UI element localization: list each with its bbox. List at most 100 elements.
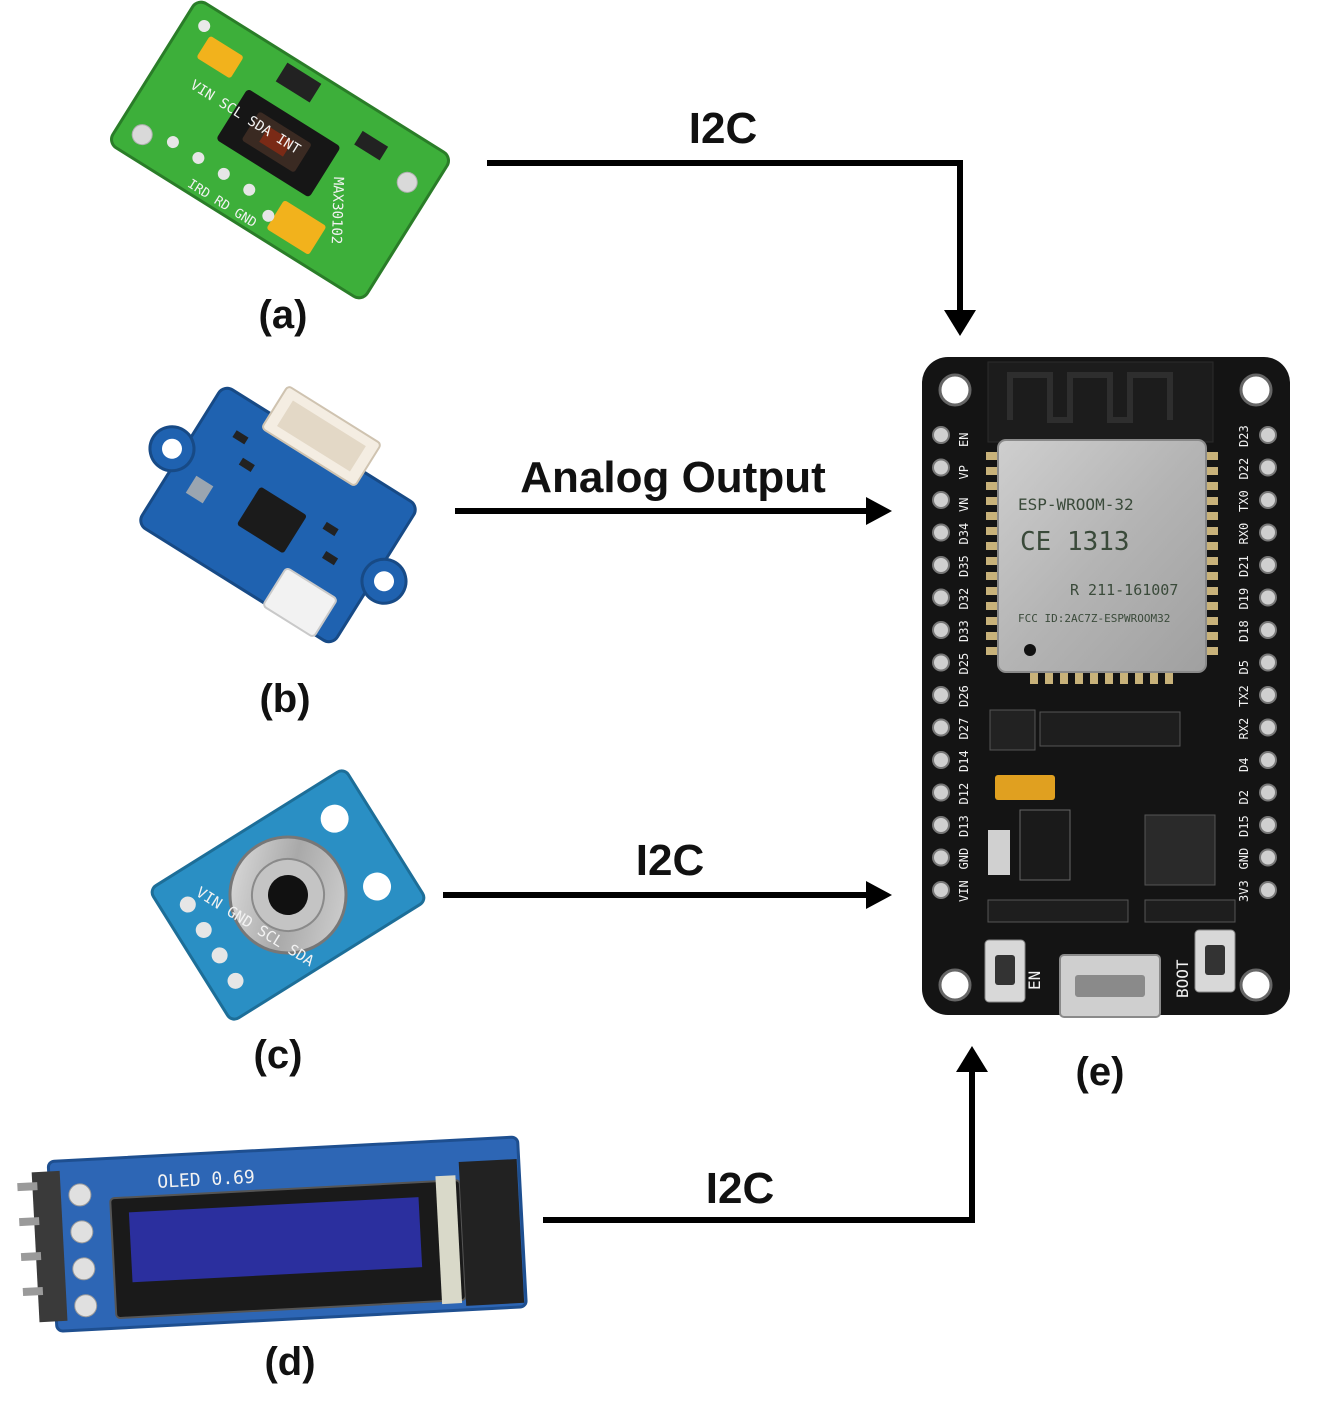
caption-d: (d): [264, 1340, 315, 1384]
left-pin-label: D33: [957, 620, 971, 642]
connection-label-a: I2C: [689, 104, 757, 153]
wroom-pad: [1206, 482, 1218, 490]
en-button: [995, 955, 1015, 985]
wroom-pad: [1206, 467, 1218, 475]
arrow-a-to-e: [487, 160, 963, 318]
wroom-pad: [1206, 527, 1218, 535]
right-pin-label: D23: [1237, 425, 1251, 447]
right-header-pin: [1259, 751, 1277, 769]
left-pin-label: D35: [957, 555, 971, 577]
connection-label-d: I2C: [706, 1164, 774, 1213]
left-pin-label: D27: [957, 718, 971, 740]
right-pin-label: GND: [1237, 848, 1251, 870]
wroom-pad: [986, 647, 998, 655]
left-pin-label: D12: [957, 783, 971, 805]
right-pin-label: D2: [1237, 790, 1251, 804]
max30102-sensor-module: VIN SCL SDA INT IRD RD GND MAX30102: [110, 0, 450, 300]
wroom-pad: [986, 632, 998, 640]
oled-display-module: OLED 0.69: [17, 1135, 528, 1333]
right-pin-label: TX2: [1237, 685, 1251, 707]
wroom-ce-mark: CE 1313: [1020, 527, 1130, 557]
left-header-pin: [932, 491, 950, 509]
wroom-pad: [1206, 587, 1218, 595]
right-header-pin: [1259, 848, 1277, 867]
left-header-pin: [932, 556, 950, 574]
wroom-pad: [1090, 672, 1098, 684]
left-header-pin: [932, 588, 950, 607]
arrow-d-to-e: [543, 1065, 975, 1223]
wroom-pad: [986, 452, 998, 460]
wroom-pad: [986, 587, 998, 595]
left-header-pin: [932, 426, 950, 444]
boot-button-label: BOOT: [1173, 959, 1192, 998]
left-header-pin: [932, 458, 950, 477]
left-header-pin: [932, 881, 950, 899]
left-pin-label: GND: [957, 848, 971, 870]
right-header-pin: [1259, 491, 1277, 509]
left-pin-label: VN: [957, 498, 971, 512]
caption-a: (a): [259, 293, 308, 337]
wroom-pad: [1135, 672, 1143, 684]
wroom-pad: [1060, 672, 1068, 684]
wroom-pad: [1206, 632, 1218, 640]
wroom-pad: [1206, 557, 1218, 565]
wroom-pad: [1206, 647, 1218, 655]
wroom-pads: [986, 452, 1218, 684]
left-pin-label: D32: [957, 588, 971, 610]
right-header-pins: [1259, 426, 1277, 899]
esp32-dev-board: ESP-WROOM-32 CE 1313 R 211-161007 FCC ID…: [922, 357, 1290, 1018]
wroom-pad: [1030, 672, 1038, 684]
caption-b: (b): [259, 677, 310, 721]
left-header-pin: [932, 621, 950, 639]
left-pin-label: D25: [957, 653, 971, 675]
right-header-pin: [1259, 426, 1277, 444]
analog-sensor-module: [139, 386, 417, 644]
left-pin-label: D13: [957, 815, 971, 837]
right-pin-labels: D23D22TX0RX0D21D19D18D5TX2RX2D4D2D15GND3…: [1237, 425, 1251, 902]
wroom-pad: [1206, 542, 1218, 550]
left-pin-label: VP: [957, 465, 971, 479]
caption-e: (e): [1076, 1050, 1125, 1094]
left-pin-label: VIN: [957, 880, 971, 902]
right-header-pin: [1259, 621, 1277, 639]
left-header-pin: [932, 848, 950, 867]
wroom-pad: [1150, 672, 1158, 684]
oled-board-label: OLED 0.69: [157, 1167, 256, 1193]
right-header-pin: [1259, 783, 1277, 802]
wroom-pad: [1206, 512, 1218, 520]
right-header-pin: [1259, 686, 1277, 704]
wroom-pad: [986, 542, 998, 550]
wroom-pad: [1120, 672, 1128, 684]
right-header-pin: [1259, 816, 1277, 834]
wroom-pad: [1206, 602, 1218, 610]
right-header-pin: [1259, 653, 1277, 672]
right-pin-label: D15: [1237, 815, 1251, 837]
connections: I2C Analog Output I2C I2C: [443, 104, 988, 1223]
wroom-pad: [1165, 672, 1173, 684]
left-header-pin: [932, 816, 950, 834]
wroom-pad: [1105, 672, 1113, 684]
wroom-pad: [986, 557, 998, 565]
right-pin-label: RX0: [1237, 523, 1251, 545]
wroom-pad: [986, 617, 998, 625]
right-header-pin: [1259, 556, 1277, 574]
wroom-pad: [986, 467, 998, 475]
left-pin-label: EN: [957, 433, 971, 447]
left-pin-label: D26: [957, 685, 971, 707]
right-pin-label: D21: [1237, 555, 1251, 577]
wroom-pad: [1206, 572, 1218, 580]
wroom-pad: [1206, 497, 1218, 505]
wroom-pad: [986, 497, 998, 505]
left-header-pin: [932, 783, 950, 802]
right-header-pin: [1259, 458, 1277, 477]
left-header-pin: [932, 523, 950, 542]
right-pin-label: D19: [1237, 588, 1251, 610]
wroom-pad: [1206, 452, 1218, 460]
wroom-pad: [1045, 672, 1053, 684]
left-pin-label: D34: [957, 523, 971, 545]
right-pin-label: RX2: [1237, 718, 1251, 740]
left-header-pin: [932, 718, 950, 737]
left-header-pin: [932, 653, 950, 672]
connection-label-c: I2C: [636, 836, 704, 885]
right-pin-label: D4: [1237, 758, 1251, 772]
